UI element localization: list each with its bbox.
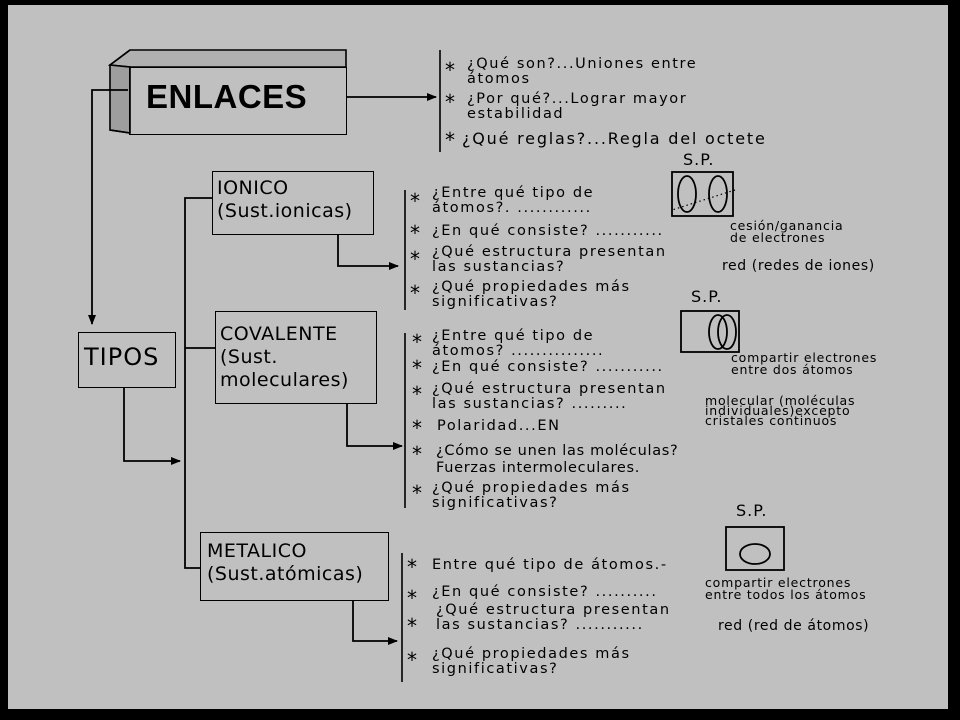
covalente-star-6: * bbox=[412, 481, 422, 505]
ionico-answer-structure: red (redes de iones) bbox=[722, 258, 875, 274]
enlaces-block-3d bbox=[107, 49, 347, 134]
covalente-star-1: * bbox=[412, 330, 422, 354]
metalico-question-2: ¿En qué consiste? .......... bbox=[432, 584, 658, 600]
ionico-box bbox=[212, 171, 374, 235]
covalente-question-4: Polaridad...EN bbox=[437, 418, 561, 434]
intro-star-1: * bbox=[445, 58, 455, 82]
ionico-question-4: ¿Qué propiedades más significativas? bbox=[432, 279, 631, 310]
covalente-star-4: * bbox=[412, 416, 422, 440]
ionico-question-3: ¿Qué estructura presentan las sustancias… bbox=[432, 244, 667, 275]
metalico-structure-diagram bbox=[725, 526, 785, 571]
arrow-metalico-questions bbox=[352, 600, 398, 645]
slide-background bbox=[8, 5, 948, 709]
metalico-box bbox=[200, 532, 389, 601]
covalente-question-5: ¿Cómo se unen las moléculas? Fuerzas int… bbox=[436, 443, 679, 476]
enlaces-box bbox=[129, 67, 347, 135]
covalente-label: COVALENTE (Sust. moleculares) bbox=[220, 323, 349, 391]
metalico-star-2: * bbox=[407, 586, 417, 610]
metalico-sp-label: S.P. bbox=[736, 501, 768, 520]
intro-question-3: ¿Qué reglas?...Regla del octete bbox=[462, 129, 767, 148]
ionico-question-1: ¿Entre qué tipo de átomos?. ............ bbox=[432, 185, 595, 216]
branch-tipos bbox=[184, 197, 212, 569]
intro-question-1: ¿Qué son?...Uniones entre átomos bbox=[467, 56, 698, 87]
tipos-label: TIPOS bbox=[84, 343, 160, 371]
covalente-star-3: * bbox=[412, 382, 422, 406]
metalico-answer-bonding: compartir electrones entre todos los áto… bbox=[705, 575, 867, 602]
covalente-question-2: ¿En qué consiste? ........... bbox=[432, 359, 664, 375]
enlaces-label: ENLACES bbox=[146, 78, 308, 115]
ionico-star-1: * bbox=[410, 189, 420, 213]
metalico-star-3: * bbox=[407, 614, 417, 638]
intro-question-2: ¿Por qué?...Lograr mayor estabilidad bbox=[467, 91, 688, 122]
metalico-question-4: ¿Qué propiedades más significativas? bbox=[432, 646, 631, 677]
covalente-star-5: * bbox=[412, 442, 422, 466]
covalente-question-3: ¿Qué estructura presentan las sustancias… bbox=[432, 381, 667, 412]
metalico-star-4: * bbox=[407, 648, 417, 672]
ionico-star-2: * bbox=[410, 221, 420, 245]
covalente-question-1: ¿Entre qué tipo de átomos? .............… bbox=[432, 328, 605, 359]
covalente-box bbox=[215, 311, 377, 404]
tipos-box bbox=[78, 332, 176, 388]
ionico-question-2: ¿En qué consiste? ........... bbox=[432, 223, 664, 239]
metalico-question-3: ¿Qué estructura presentan las sustancias… bbox=[436, 602, 671, 633]
covalente-star-2: * bbox=[412, 356, 422, 380]
intro-star-3: * bbox=[445, 128, 455, 152]
slide-shadow bbox=[948, 10, 953, 714]
metalico-answer-structure: red (red de átomos) bbox=[718, 618, 870, 634]
covalente-answer-structure: molecular (moléculas individuales)except… bbox=[705, 393, 856, 428]
ionico-label: IONICO (Sust.ionicas) bbox=[217, 177, 353, 222]
covalente-sp-label: S.P. bbox=[691, 287, 723, 306]
covalente-structure-diagram bbox=[680, 310, 740, 353]
covalente-question-6: ¿Qué propiedades más significativas? bbox=[432, 480, 631, 511]
ionico-star-4: * bbox=[410, 281, 420, 305]
arrow-covalente-questions bbox=[346, 403, 403, 450]
metalico-label: METALICO (Sust.atómicas) bbox=[207, 540, 364, 585]
metalico-question-1: Entre qué tipo de átomos.- bbox=[432, 557, 668, 573]
ionico-answer-bonding: cesión/ganancia de electrones bbox=[730, 218, 844, 245]
arrow-ionico-questions bbox=[337, 234, 399, 270]
ionico-sp-label: S.P. bbox=[683, 150, 715, 169]
arrow-tipos-down bbox=[123, 388, 181, 465]
ionico-star-3: * bbox=[410, 247, 420, 271]
arrow-enlaces-tipos bbox=[88, 89, 128, 325]
metalico-star-1: * bbox=[407, 555, 417, 579]
intro-star-2: * bbox=[445, 90, 455, 114]
covalente-answer-bonding: compartir electrones entre dos átomos bbox=[731, 350, 878, 377]
ionico-structure-diagram bbox=[671, 171, 734, 217]
